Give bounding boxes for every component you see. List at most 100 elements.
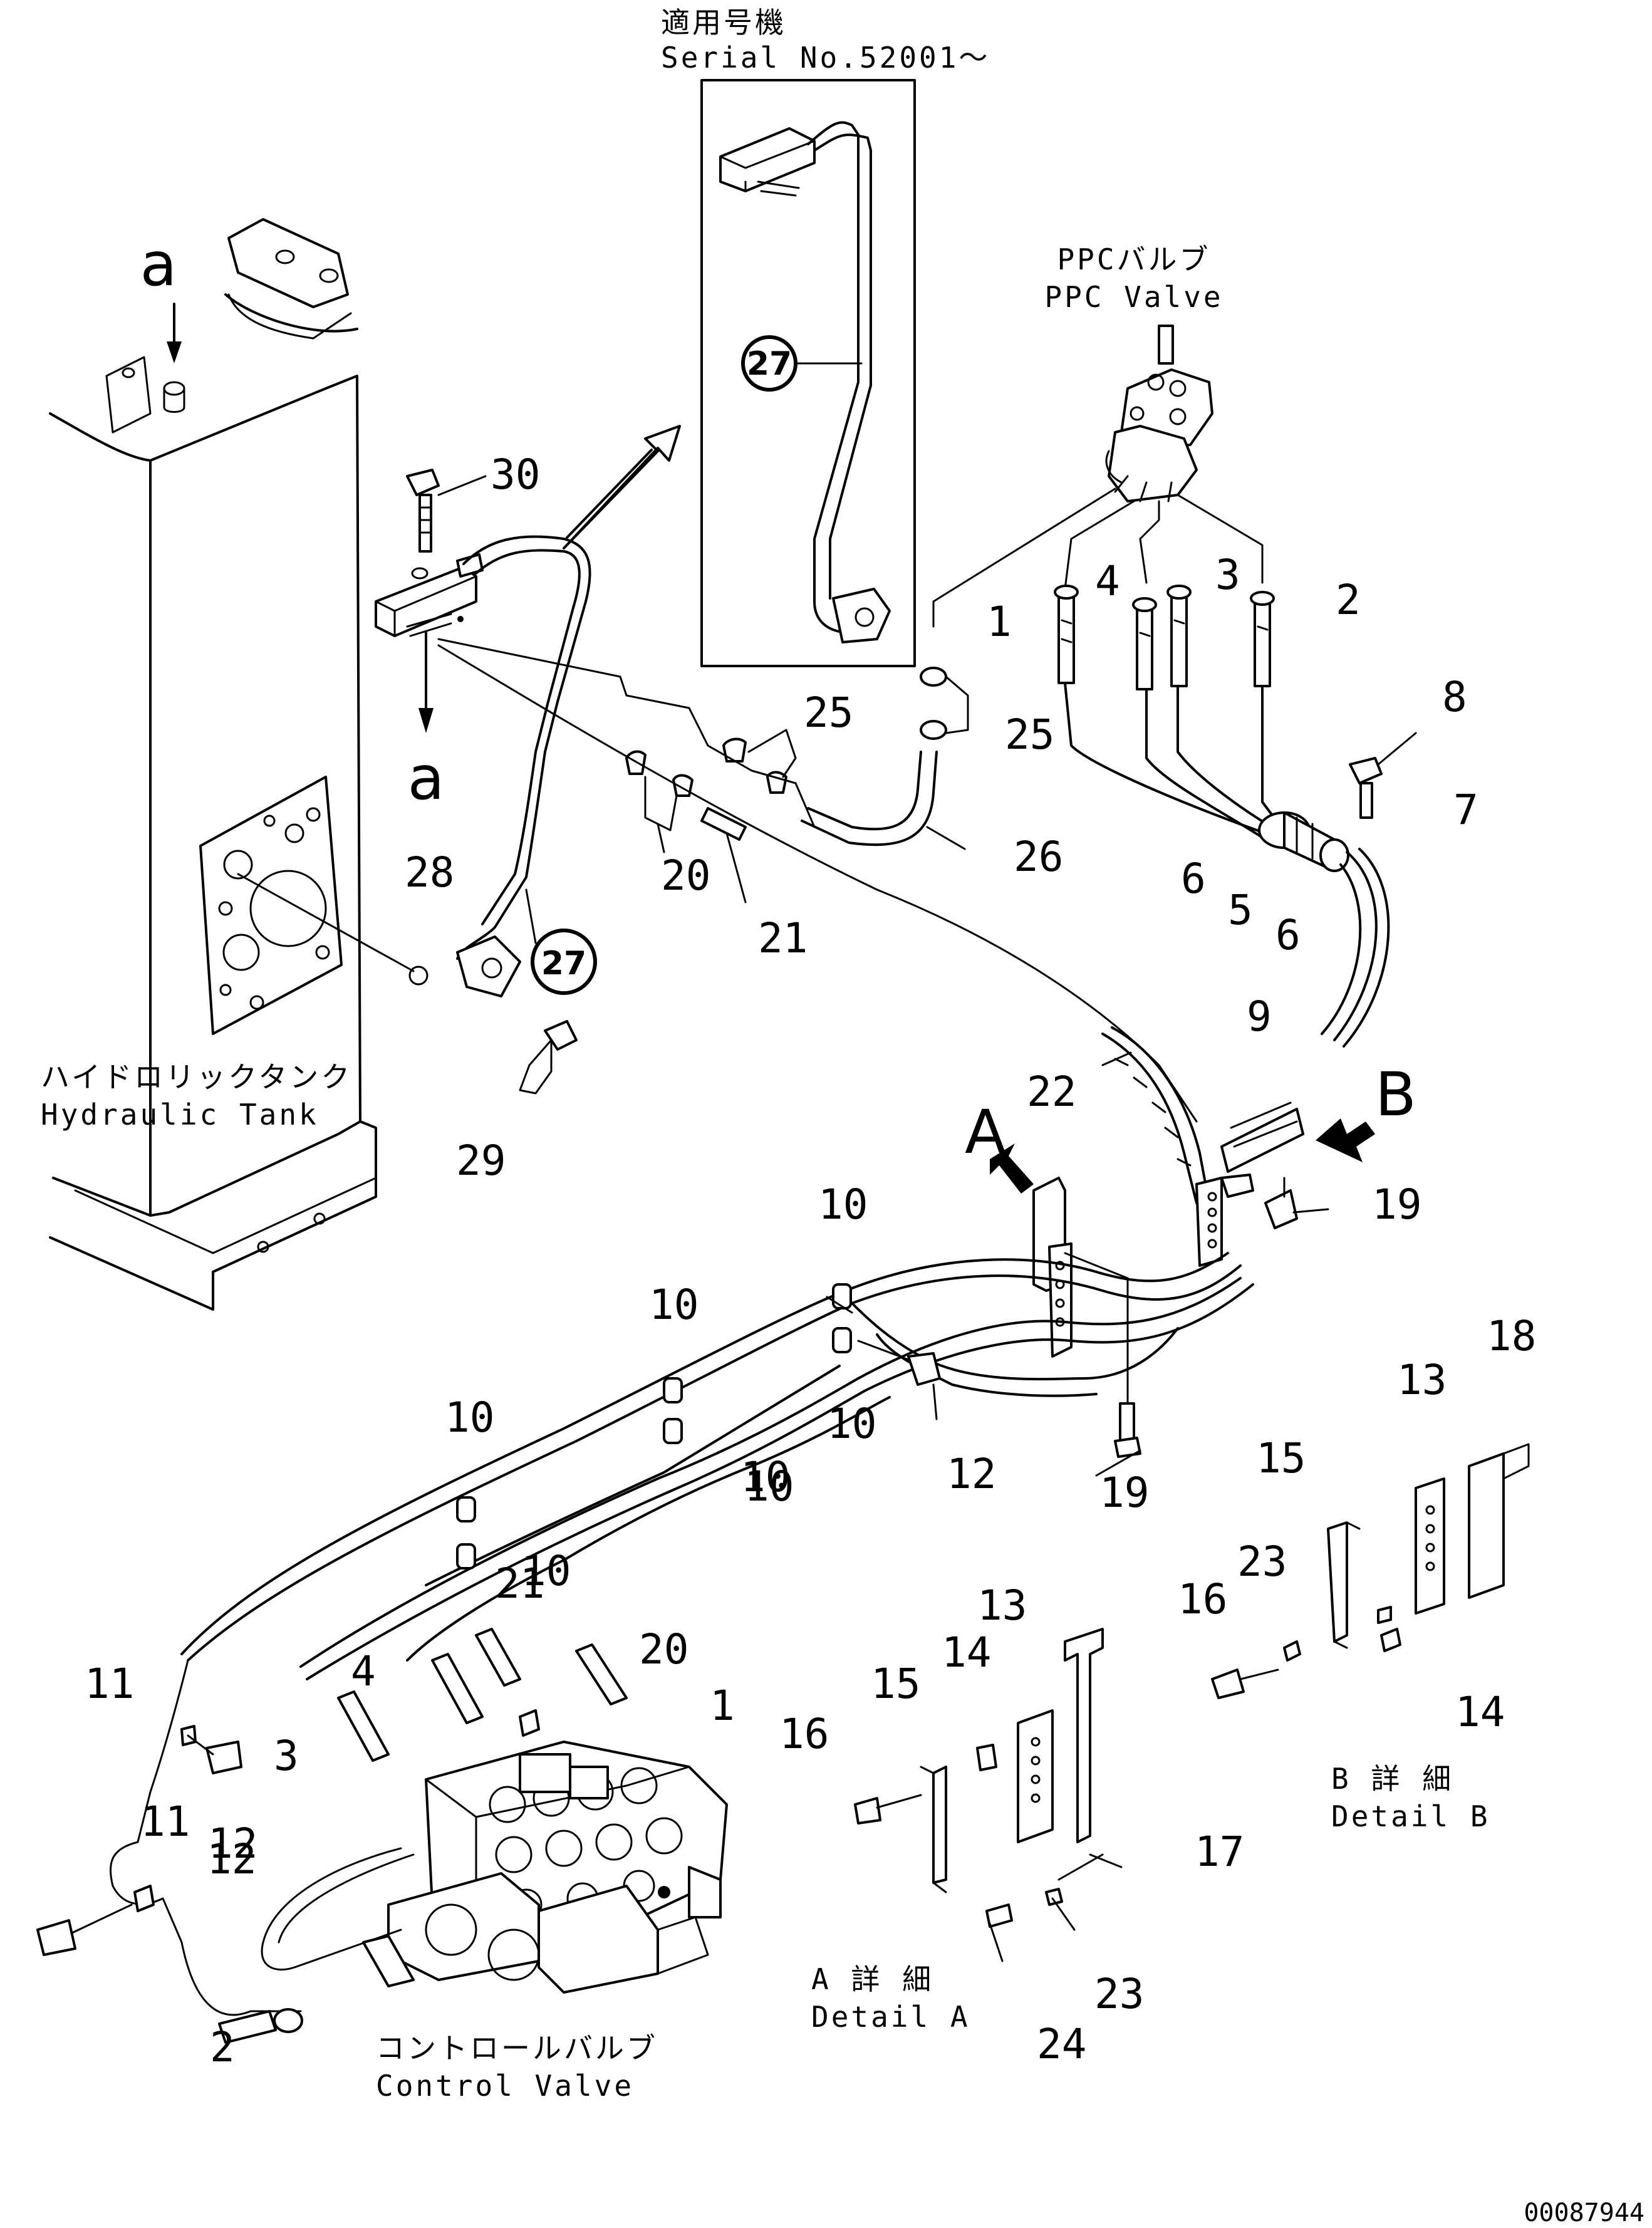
part-label-18: 18 — [1487, 1312, 1536, 1360]
plug-28 — [408, 966, 429, 986]
ppc-valve-caption-jp: PPCバルブ — [1057, 242, 1210, 276]
view-marker-B: B — [1375, 1059, 1416, 1130]
pipe-27 — [456, 535, 591, 960]
part-label-3: 3 — [274, 1732, 299, 1780]
detail-a-caption-en: Detail A — [811, 2000, 970, 2034]
serial-title-jp: 適用号機 — [661, 6, 786, 39]
hose-group-ppc — [1054, 585, 1275, 690]
part-label-19: 19 — [1372, 1180, 1421, 1229]
part-label-10: 10 — [740, 1453, 790, 1501]
part-label-5: 5 — [1228, 886, 1253, 934]
part-label-25: 25 — [1005, 711, 1054, 759]
part-label-6: 6 — [1275, 911, 1301, 959]
ppc-valve — [1105, 325, 1213, 502]
part-label-2: 2 — [1336, 576, 1361, 624]
detail-a-caption-jp: A 詳 細 — [811, 1962, 933, 1996]
ppc-valve-caption-en: PPC Valve — [1044, 280, 1223, 314]
part-label-12: 12 — [208, 1819, 257, 1868]
bolt-29 — [519, 1020, 578, 1095]
part-label-23: 23 — [1237, 1538, 1287, 1586]
part-label-15: 15 — [871, 1660, 920, 1708]
detail-a-parts — [854, 1628, 1123, 1962]
part-label-12: 12 — [947, 1450, 996, 1498]
bolt-8 — [1349, 732, 1417, 819]
view-arrow-A — [990, 1143, 1034, 1194]
clamp-20 — [625, 750, 694, 853]
part-label-8: 8 — [1442, 673, 1467, 721]
part-label-17: 17 — [1195, 1828, 1244, 1876]
hydraulic-tank-caption-en: Hydraulic Tank — [41, 1098, 319, 1132]
svg-text:27: 27 — [747, 345, 792, 383]
svg-text:27: 27 — [541, 945, 586, 982]
part-label-14: 14 — [942, 1628, 991, 1677]
bolt-12-left — [180, 1725, 242, 1774]
clamp-25-right — [920, 667, 969, 740]
part-label-4: 4 — [351, 1647, 376, 1695]
pipe-bundle — [180, 1252, 1254, 1680]
part-label-16: 16 — [1178, 1575, 1227, 1623]
part-label-20: 20 — [639, 1625, 688, 1674]
serial-inset-frame — [700, 79, 916, 667]
hose-22 — [1101, 1033, 1198, 1204]
part-label-11: 11 — [140, 1798, 190, 1846]
part-label-4: 4 — [1095, 557, 1120, 605]
part-label-10: 10 — [445, 1393, 494, 1442]
view-marker-a-top: a — [140, 229, 177, 299]
bracket-b-assembly — [1195, 1101, 1304, 1267]
part-label-10: 10 — [827, 1400, 876, 1448]
hose-26 — [807, 751, 922, 831]
bolt-12-mid — [857, 1340, 941, 1420]
view-marker-a-bottom: a — [408, 743, 445, 813]
part-label-3: 3 — [1215, 551, 1240, 599]
circled-part-27-main — [531, 929, 597, 995]
control-valve-caption-en: Control Valve — [376, 2069, 634, 2103]
hydraulic-tank-caption-jp: ハイドロリックタンク — [41, 1060, 352, 1094]
part-label-23: 23 — [1094, 1970, 1144, 2018]
part-label-10: 10 — [818, 1180, 868, 1229]
clamp-11-lower — [36, 1885, 155, 1956]
part-label-13: 13 — [977, 1581, 1027, 1630]
control-valve-caption-jp: コントロールバルブ — [376, 2031, 658, 2065]
bolt-30 — [406, 469, 487, 553]
hose-group-cv — [218, 1628, 628, 2044]
sensor-block — [375, 553, 484, 637]
part-label-10: 10 — [744, 1462, 794, 1511]
part-label-21: 21 — [758, 914, 808, 962]
document-id: 00087944 — [1524, 2199, 1644, 2227]
serial-title-en: Serial No.52001～ — [661, 41, 990, 75]
part-label-28: 28 — [405, 848, 454, 897]
detail-b-caption-en: Detail B — [1331, 1799, 1490, 1833]
part-label-11: 11 — [85, 1660, 134, 1708]
part-label-1: 1 — [710, 1682, 735, 1730]
part-label-26: 26 — [1014, 833, 1063, 881]
part-label-14: 14 — [1455, 1688, 1505, 1736]
inset-pipe — [807, 121, 860, 634]
pointer-arrow-to-inset — [563, 425, 681, 549]
part-label-29: 29 — [456, 1137, 506, 1185]
part-label-22: 22 — [1027, 1068, 1076, 1116]
part-label-19: 19 — [1099, 1469, 1149, 1517]
part-label-20: 20 — [661, 851, 710, 900]
sleeve-21 — [700, 807, 747, 841]
part-label-7: 7 — [1453, 786, 1478, 834]
part-label-24: 24 — [1037, 2020, 1086, 2068]
clamp-25-left — [722, 729, 797, 794]
part-label-30: 30 — [491, 450, 540, 499]
part-label-10: 10 — [649, 1281, 699, 1329]
view-arrow-B — [1316, 1118, 1375, 1162]
part-label-6: 6 — [1181, 855, 1206, 903]
clip-10-group — [456, 1283, 853, 1569]
part-label-13: 13 — [1397, 1356, 1447, 1404]
bolt-19-lower — [1095, 1402, 1141, 1477]
control-valve — [362, 1741, 728, 1994]
bolt-19-upper — [1264, 1177, 1329, 1229]
part-label-16: 16 — [779, 1710, 829, 1758]
view-marker-A: A — [965, 1097, 1006, 1167]
part-label-21: 21 — [495, 1559, 544, 1608]
detail-b-caption-jp: B 詳 細 — [1331, 1762, 1453, 1796]
part-label-9: 9 — [1247, 992, 1272, 1041]
hose-collar-5 — [1258, 811, 1349, 872]
hydraulic-tank — [49, 218, 377, 1311]
